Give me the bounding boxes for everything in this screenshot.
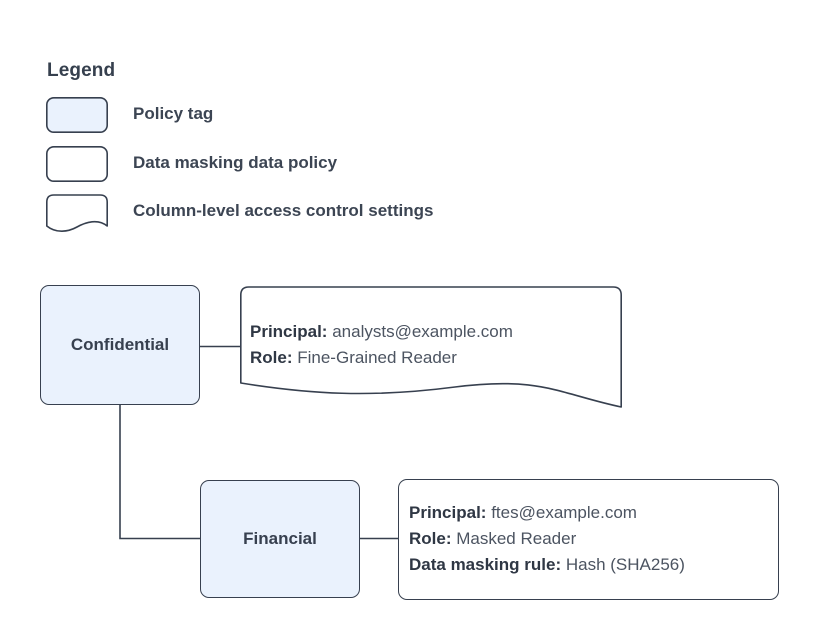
legend-swatch-data-masking-policy (46, 146, 109, 183)
node-financial-label: Financial (243, 529, 317, 548)
masking-key-principal: Principal: (409, 503, 487, 522)
acl-settings-box[interactable]: Principal: analysts@example.com Role: Fi… (240, 286, 622, 410)
acl-value-role: Fine-Grained Reader (297, 348, 457, 367)
node-confidential[interactable]: Confidential (40, 285, 200, 405)
acl-line-role: Role: Fine-Grained Reader (250, 345, 610, 371)
node-confidential-label: Confidential (70, 335, 170, 354)
masking-value-role: Masked Reader (456, 529, 577, 548)
masking-line-rule: Data masking rule: Hash (SHA256) (409, 552, 769, 578)
legend-label-policy-tag: Policy tag (133, 104, 214, 123)
acl-key-principal: Principal: (250, 322, 328, 341)
acl-settings-text: Principal: analysts@example.com Role: Fi… (250, 319, 610, 371)
masking-value-principal: ftes@example.com (491, 503, 637, 522)
masking-key-rule: Data masking rule: (409, 555, 562, 574)
masking-key-role: Role: (409, 529, 452, 548)
legend-label-data-masking-policy: Data masking data policy (133, 153, 338, 172)
node-financial[interactable]: Financial (200, 480, 360, 598)
masking-policy-box[interactable]: Principal: ftes@example.com Role: Masked… (398, 479, 779, 600)
masking-line-principal: Principal: ftes@example.com (409, 500, 769, 526)
masking-policy-text: Principal: ftes@example.com Role: Masked… (409, 500, 769, 578)
legend-swatch-column-access-settings (46, 194, 108, 232)
legend-swatch-policy-tag (46, 97, 109, 134)
legend-label-column-access-settings: Column-level access control settings (133, 201, 434, 220)
legend-title: Legend (47, 60, 116, 81)
masking-line-role: Role: Masked Reader (409, 526, 769, 552)
acl-line-principal: Principal: analysts@example.com (250, 319, 610, 345)
acl-value-principal: analysts@example.com (332, 322, 513, 341)
masking-value-rule: Hash (SHA256) (565, 555, 685, 574)
acl-key-role: Role: (250, 348, 293, 367)
